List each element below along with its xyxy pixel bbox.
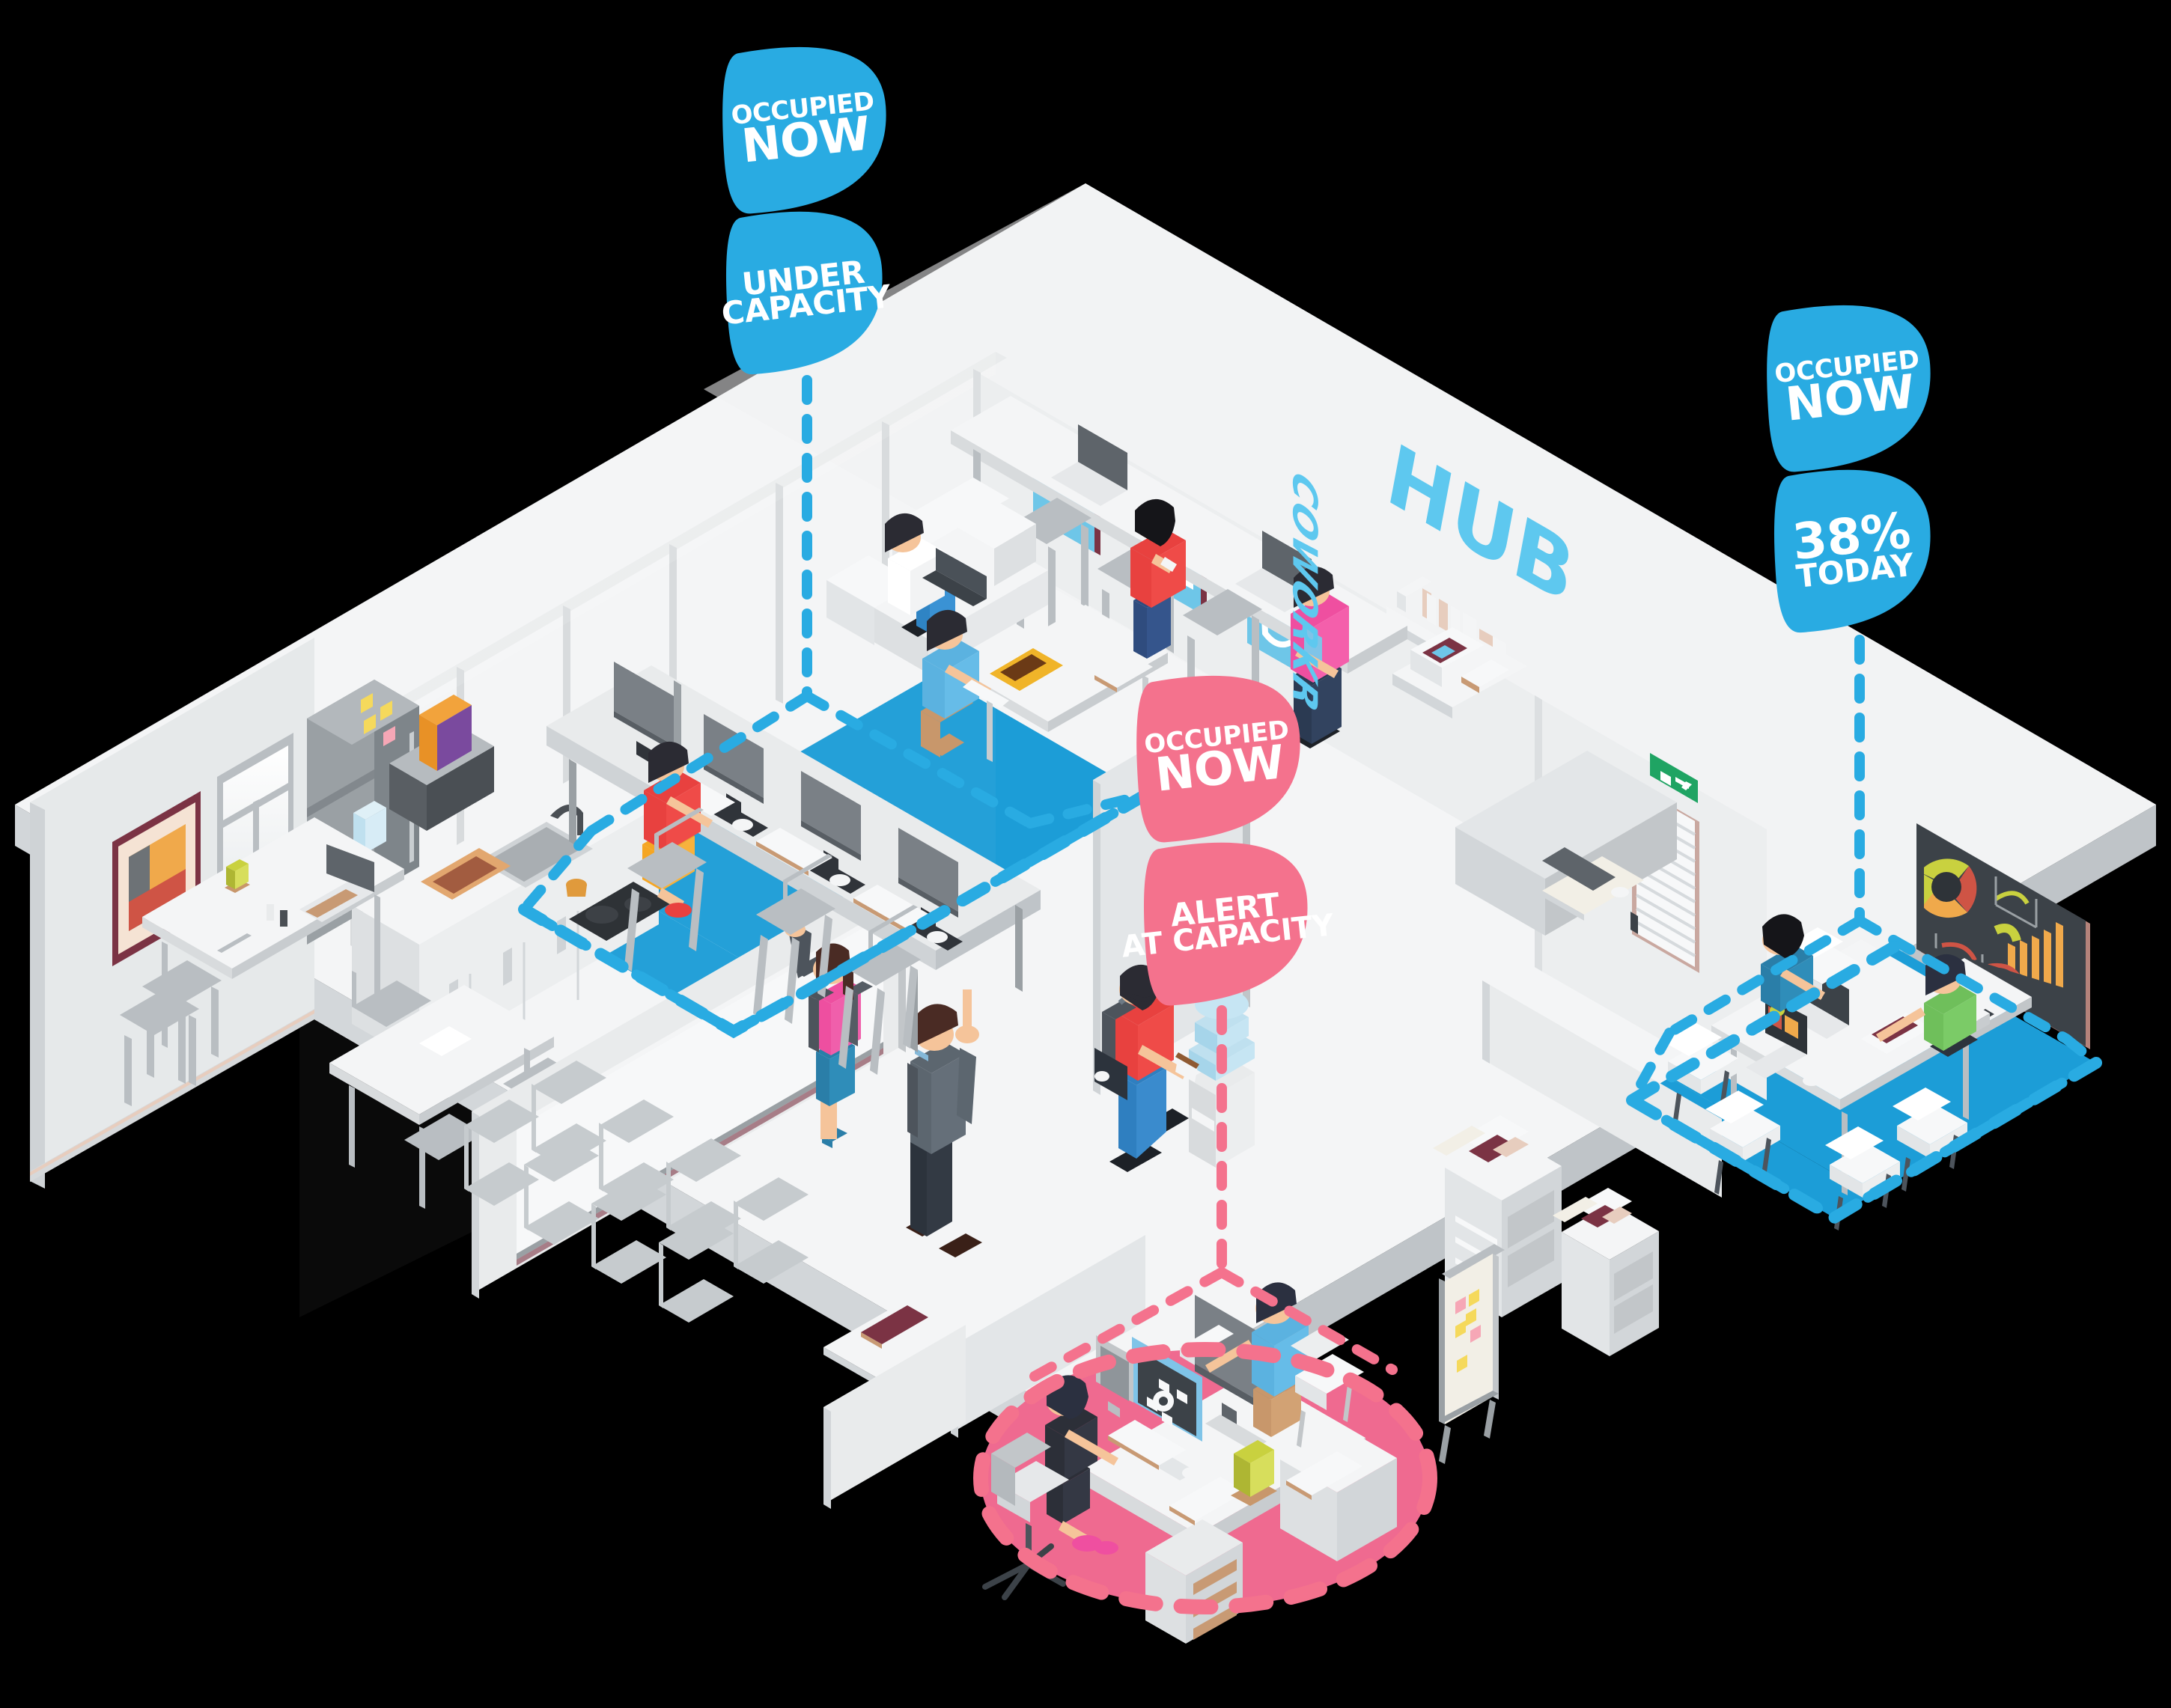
room-private-office: [823, 1235, 1397, 1644]
tooltip-office-alert[interactable]: ALERT AT CAPACITY: [1120, 837, 1336, 1009]
tooltip-meeting-percent[interactable]: 38% TODAY: [1767, 464, 1939, 636]
tooltip-meeting-status[interactable]: OCCUPIED NOW: [1759, 299, 1939, 475]
person-presenter-man: [906, 989, 982, 1257]
person-hotdesk-man: [921, 609, 1009, 757]
stacked-chairs: [464, 1061, 809, 1323]
tooltip-shape: [722, 46, 886, 214]
tooltip-line-2: NOW: [1152, 734, 1288, 803]
tooltip-line-2: NOW: [739, 106, 873, 174]
person-hotdesk-woman: [624, 741, 713, 972]
tooltip-shape: [1144, 842, 1308, 1006]
person-bench-phone: [1130, 498, 1186, 659]
presentation-side-table: [823, 1300, 958, 1385]
connector-office: [1028, 1005, 1398, 1382]
room-kitchen: [120, 680, 671, 1209]
zone-outline-meeting-dashes: [1626, 941, 2102, 1225]
breakfast-bar: [142, 817, 404, 1048]
person-office-woman: [982, 1375, 1118, 1600]
zone-outline-hotdesk-dashes: [518, 789, 1151, 1039]
copier-small: [1553, 1188, 1659, 1356]
person-standing-hub: [1291, 566, 1349, 748]
tooltip-shape: [1773, 469, 1931, 633]
right-wing: [1392, 627, 2090, 1464]
desk-printer: [1392, 627, 1527, 719]
donut-chart: [1924, 858, 1977, 918]
tooltip-hotdesk-capacity[interactable]: UNDER CAPACITY: [719, 206, 892, 378]
tooltip-office-status[interactable]: OCCUPIED NOW: [1129, 670, 1309, 846]
bar-chart: [2008, 922, 2063, 995]
gauges: [1994, 891, 2030, 905]
person-watercooler: [1094, 964, 1199, 1172]
zone-outline-office: [973, 1342, 1437, 1614]
cubicle-desk: [1455, 751, 1677, 936]
kitchen-dining-table: [329, 971, 582, 1209]
tooltip-shape: [725, 211, 883, 375]
room-hotdesk: [546, 609, 1041, 1075]
tooltip-line-2: AT CAPACITY: [1119, 908, 1336, 965]
tooltip-shape: [1767, 305, 1931, 472]
bar-stools-kitchen: [120, 933, 252, 1106]
tooltip-line-2: TODAY: [1794, 546, 1916, 596]
room-lounge: [826, 370, 1542, 868]
tooltip-line-2: NOW: [1782, 364, 1918, 433]
tooltip-shape: [1136, 675, 1300, 843]
exit-sign: [1650, 753, 1698, 803]
flipchart-with-sticky-notes: [1439, 1244, 1505, 1464]
room-print: [1392, 627, 1677, 1464]
tooltip-hotdesk-status[interactable]: OCCUPIED NOW: [715, 41, 895, 217]
